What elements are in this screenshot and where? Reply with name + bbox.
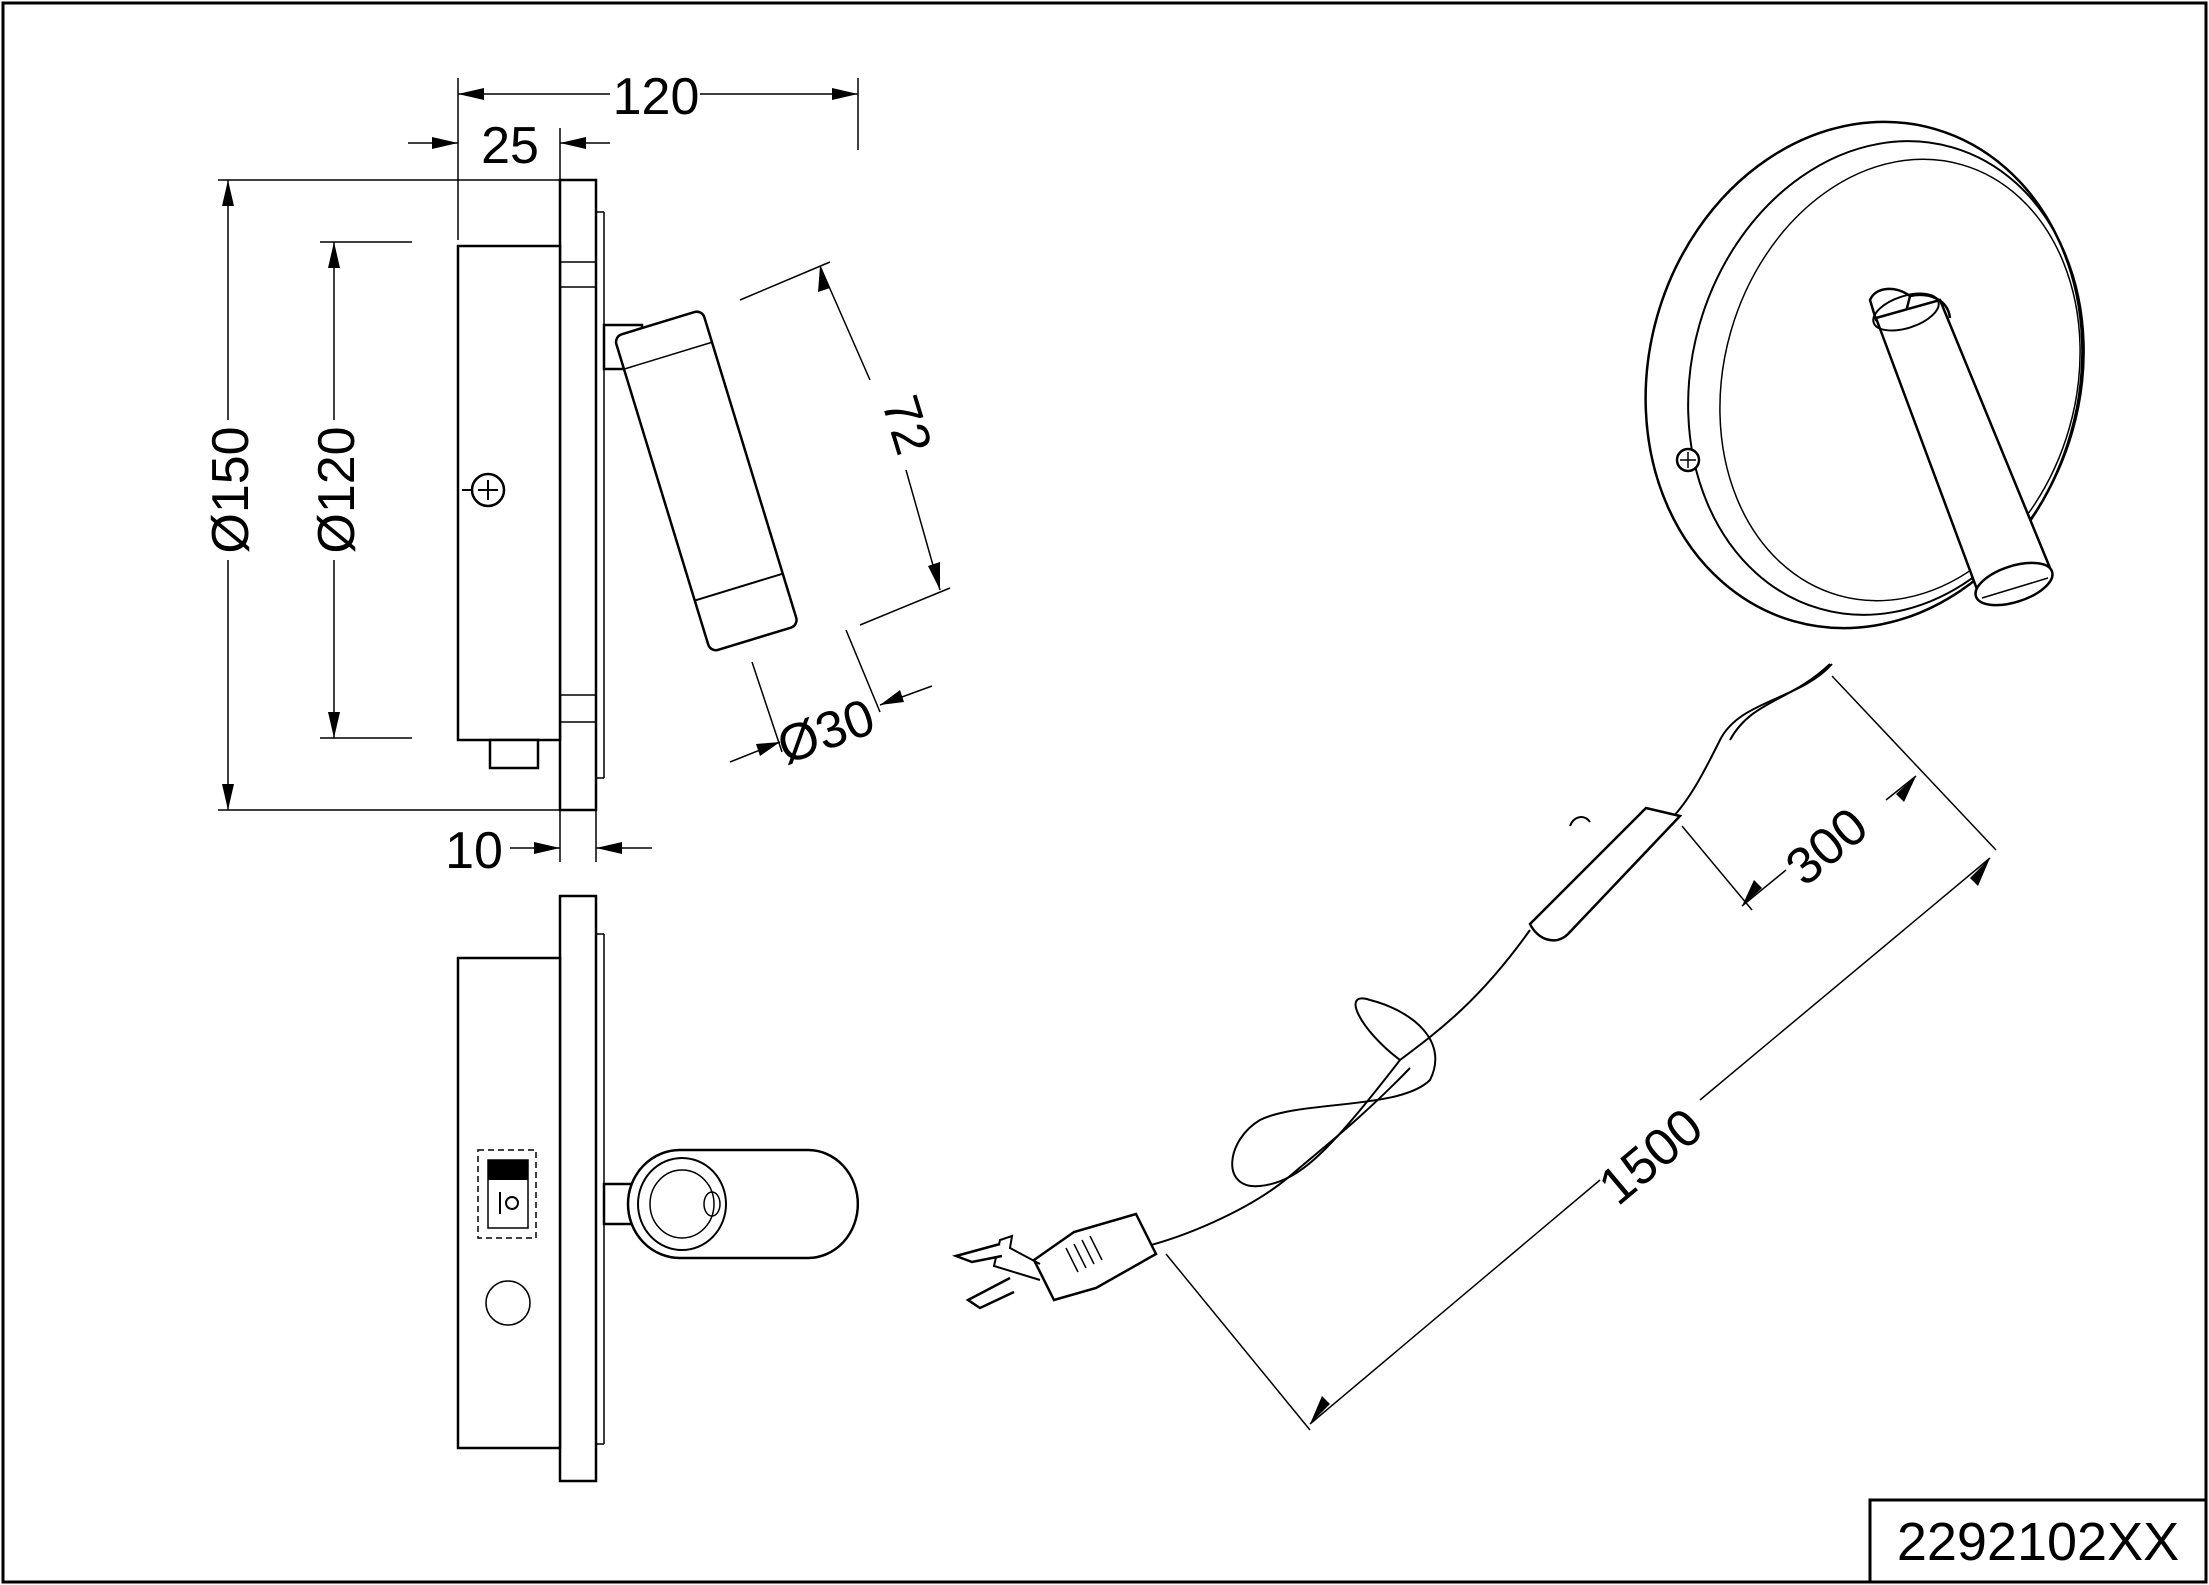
switch-bump [488,738,540,770]
side-view [456,178,798,812]
plate-top [558,894,598,1483]
dimension-1500: 1500 [1165,857,1991,1431]
dimension-diameter-30: Ø30 [729,629,933,776]
product-code-box: 2292102XX [1868,1498,2206,1582]
perspective-lamp [1868,287,2054,607]
dim-120-label: 120 [613,68,700,126]
dimension-25: 25 [408,117,610,180]
inline-switch [1528,806,1683,942]
dim-72-label: 72 [870,389,942,461]
dim-10-label: 10 [445,822,503,880]
dim-300-label: 300 [1775,797,1879,897]
product-code: 2292102XX [1897,1512,2179,1572]
wall-plate [558,178,598,812]
dimension-300: 300 [1681,675,1997,911]
round-button-icon [485,1280,531,1326]
backplate [1644,120,2084,630]
lamp-head-top [626,1148,860,1260]
dimension-diameter-120: Ø120 [308,241,412,739]
rocker-switch-icon [477,1149,537,1239]
dim-150-label: Ø150 [202,426,260,553]
dimension-120: 120 [457,68,859,240]
screw-icon [462,472,506,508]
dim-1500-label: 1500 [1588,1098,1714,1217]
side-screw-icon [1675,447,1701,473]
perspective-view [951,120,2085,1310]
dimension-diameter-150: Ø150 [202,179,560,811]
cable [1669,663,1833,821]
dimension-10: 10 [445,810,652,880]
cable-knot [1231,997,1437,1188]
lamp-tube [614,310,798,652]
dim-120-diameter-label: Ø120 [308,426,366,553]
box-top [456,956,562,1450]
power-plug-icon [951,1212,1158,1310]
dim-25-label: 25 [481,117,539,175]
top-view [456,894,860,1483]
dim-30-label: Ø30 [770,688,882,776]
